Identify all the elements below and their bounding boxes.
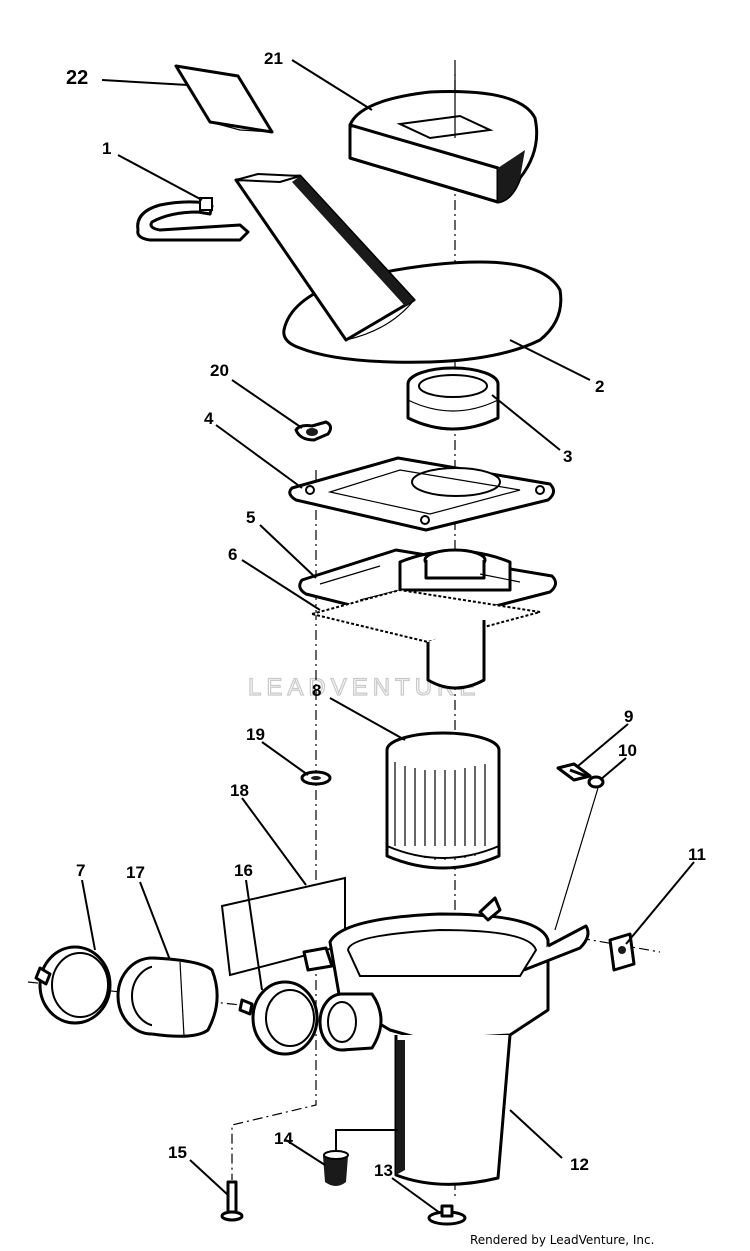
part-13-knob xyxy=(427,1204,467,1226)
callout-5: 5 xyxy=(246,508,255,527)
part-16-small-clamp xyxy=(238,980,319,1056)
callout-9: 9 xyxy=(624,707,633,726)
part-6-gasket xyxy=(311,588,541,690)
part-8-filter-element xyxy=(385,731,501,870)
callout-10: 10 xyxy=(618,741,637,760)
render-credit: Rendered by LeadVenture, Inc. xyxy=(470,1233,655,1247)
callout-11: 11 xyxy=(688,845,706,864)
part-22-decal xyxy=(174,64,274,134)
callout-19: 19 xyxy=(246,725,265,744)
callout-22: 22 xyxy=(66,67,88,89)
callout-2: 2 xyxy=(595,377,604,396)
part-21-top-cover xyxy=(348,70,539,204)
callout-18: 18 xyxy=(230,781,249,800)
fastener-centerline xyxy=(231,470,317,1180)
callout-15: 15 xyxy=(168,1143,187,1162)
callout-21: 21 xyxy=(264,49,283,68)
part-14-drain-valve xyxy=(323,1150,349,1186)
callout-20: 20 xyxy=(210,361,229,380)
part-10-washer xyxy=(554,775,605,931)
callout-8: 8 xyxy=(312,681,321,700)
callout-6: 6 xyxy=(228,545,237,564)
part-1-clamp-strap xyxy=(136,197,250,242)
part-19-washer xyxy=(300,770,332,786)
callout-17: 17 xyxy=(126,863,145,882)
part-15-bolt xyxy=(220,1180,244,1222)
callout-7: 7 xyxy=(76,861,85,880)
callout-14: 14 xyxy=(274,1129,293,1148)
callout-1: 1 xyxy=(102,139,111,158)
part-9-screw xyxy=(556,762,592,782)
leader-lines xyxy=(81,59,695,1214)
callout-3: 3 xyxy=(563,447,572,466)
callout-4: 4 xyxy=(204,409,214,428)
callout-labels: 22 21 1 2 3 20 4 5 6 8 19 9 10 18 16 17 … xyxy=(66,49,706,1180)
part-2-cleaner-cover xyxy=(234,172,563,364)
part-7-clamp-ring xyxy=(34,945,112,1025)
part-17-intake-tube xyxy=(116,956,219,1038)
callout-16: 16 xyxy=(234,861,253,880)
part-4-cover-plate xyxy=(288,456,555,532)
part-12-housing-body xyxy=(302,896,590,1186)
callout-12: 12 xyxy=(570,1155,589,1174)
part-20-wing-nut xyxy=(294,420,333,442)
callout-13: 13 xyxy=(374,1161,393,1180)
part-3-grommet xyxy=(406,366,500,431)
